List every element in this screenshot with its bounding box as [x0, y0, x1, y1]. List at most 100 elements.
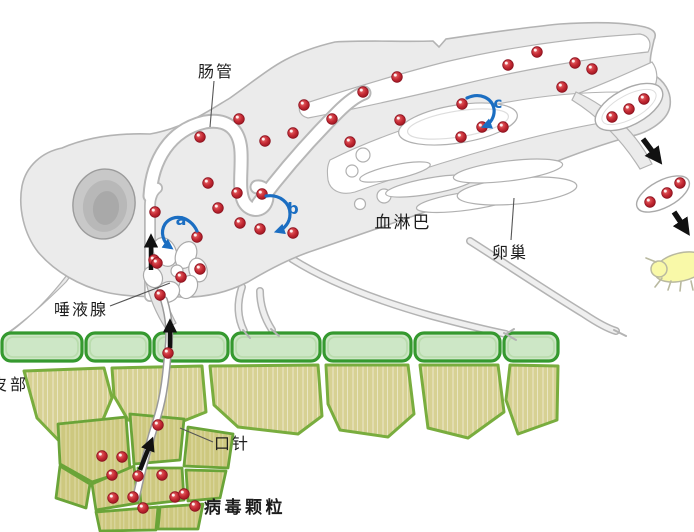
- label-phloem: 皮部: [0, 376, 29, 394]
- virus-particle-dot: [606, 111, 618, 123]
- virus-particle-dot: [191, 231, 203, 243]
- virus-particle-dot: [234, 217, 246, 229]
- step-letter-c: c: [494, 94, 503, 112]
- legs: [234, 237, 620, 338]
- label-hemolymph: 血淋巴: [375, 213, 432, 232]
- virus-particle-dot: [556, 81, 568, 93]
- virus-particle-highlight: [533, 48, 537, 52]
- virus-particle-highlight: [233, 189, 237, 193]
- virus-particle-highlight: [171, 493, 175, 497]
- virus-particle-dot: [212, 202, 224, 214]
- virus-particle-highlight: [98, 452, 102, 456]
- virus-particle-highlight: [204, 179, 208, 183]
- mesophyll-cell: [504, 363, 560, 436]
- virus-particle-dot: [287, 127, 299, 139]
- virus-particle-dot: [149, 206, 161, 218]
- virus-particle-dot: [151, 257, 163, 269]
- plant-epidermis-cell: [0, 331, 560, 363]
- virus-particle-highlight: [300, 101, 304, 105]
- virus-particle-highlight: [646, 198, 650, 202]
- label-virus-particles: 病毒颗粒: [204, 497, 286, 517]
- virus-particle-highlight: [571, 59, 575, 63]
- virus-particle-highlight: [193, 233, 197, 237]
- virus-particle-highlight: [129, 493, 133, 497]
- virus-particle-dot: [202, 177, 214, 189]
- virus-particle-dot: [569, 57, 581, 69]
- label-salivary-gland: 唾液腺: [54, 301, 108, 319]
- virus-particle-highlight: [346, 138, 350, 142]
- label-intestine: 肠管: [198, 63, 234, 81]
- virus-particle-dot: [152, 419, 164, 431]
- virus-particle-dot: [357, 86, 369, 98]
- virus-particle-highlight: [151, 208, 155, 212]
- virus-particle-highlight: [256, 225, 260, 229]
- mesophyll-cell: [208, 363, 324, 436]
- virus-particle-highlight: [164, 349, 168, 353]
- virus-particle-dot: [455, 131, 467, 143]
- virus-particle-highlight: [235, 115, 239, 119]
- label-stylet: 口针: [214, 435, 250, 453]
- insect: [5, 21, 672, 338]
- arrow-to-nymph: [671, 210, 690, 236]
- virus-particle-highlight: [118, 453, 122, 457]
- virus-particle-highlight: [504, 61, 508, 65]
- blue-arrow-c: [465, 94, 496, 129]
- phloem-cell: [54, 464, 92, 510]
- virus-particle-dot: [231, 187, 243, 199]
- virus-particle-highlight: [153, 259, 157, 263]
- virus-particle-dot: [638, 93, 650, 105]
- virus-particle-dot: [674, 177, 686, 189]
- blue-arrow-a: [160, 215, 199, 250]
- virus-particle-highlight: [196, 265, 200, 269]
- virus-particle-highlight: [156, 291, 160, 295]
- virus-particle-dot: [394, 114, 406, 126]
- epidermis-row: [0, 331, 560, 363]
- virus-particle-highlight: [180, 490, 184, 494]
- virus-particle-highlight: [108, 471, 112, 475]
- virus-particle-highlight: [134, 472, 138, 476]
- virus-particle-highlight: [499, 123, 503, 127]
- phloem-cell: [182, 425, 235, 470]
- virus-particle-highlight: [289, 129, 293, 133]
- virus-particle-dot: [254, 223, 266, 235]
- virus-dots: [96, 46, 686, 514]
- mesophyll-cell: [418, 363, 506, 440]
- phloem-cluster: [54, 412, 235, 532]
- virus-particle-dot: [586, 63, 598, 75]
- virus-particle-dot: [287, 227, 299, 239]
- plant-tissue: [0, 328, 627, 532]
- virus-particle-dot: [178, 488, 190, 500]
- virus-particle-highlight: [328, 115, 332, 119]
- virus-particle-dot: [233, 113, 245, 125]
- virus-particle-highlight: [458, 100, 462, 104]
- virus-particle-dot: [154, 289, 166, 301]
- virus-particle-dot: [137, 502, 149, 514]
- virus-particle-highlight: [588, 65, 592, 69]
- phloem-cell: [94, 505, 160, 532]
- virus-particle-highlight: [640, 95, 644, 99]
- virus-particle-highlight: [109, 494, 113, 498]
- mesophyll-row: [22, 363, 560, 448]
- nymph: [645, 251, 694, 292]
- virus-particle-dot: [194, 263, 206, 275]
- virus-particle-dot: [162, 347, 174, 359]
- compound-eye: [72, 168, 136, 240]
- virus-particle-dot: [256, 188, 268, 200]
- virus-particle-dot: [623, 103, 635, 115]
- virus-particle-dot: [502, 59, 514, 71]
- virus-particle-highlight: [258, 190, 262, 194]
- virus-particle-dot: [127, 491, 139, 503]
- virus-particle-dot: [96, 450, 108, 462]
- virus-particle-dot: [298, 99, 310, 111]
- blue-arrow-b: [264, 194, 292, 235]
- nymph-legs: [645, 257, 694, 292]
- virus-particle-dot: [132, 470, 144, 482]
- arrow-to-egg: [640, 137, 663, 165]
- virus-particle-highlight: [236, 219, 240, 223]
- virus-particle-dot: [116, 451, 128, 463]
- virus-particle-highlight: [158, 471, 162, 475]
- mesophyll-cell: [324, 363, 416, 439]
- virus-particle-highlight: [608, 113, 612, 117]
- virus-particle-highlight: [191, 502, 195, 506]
